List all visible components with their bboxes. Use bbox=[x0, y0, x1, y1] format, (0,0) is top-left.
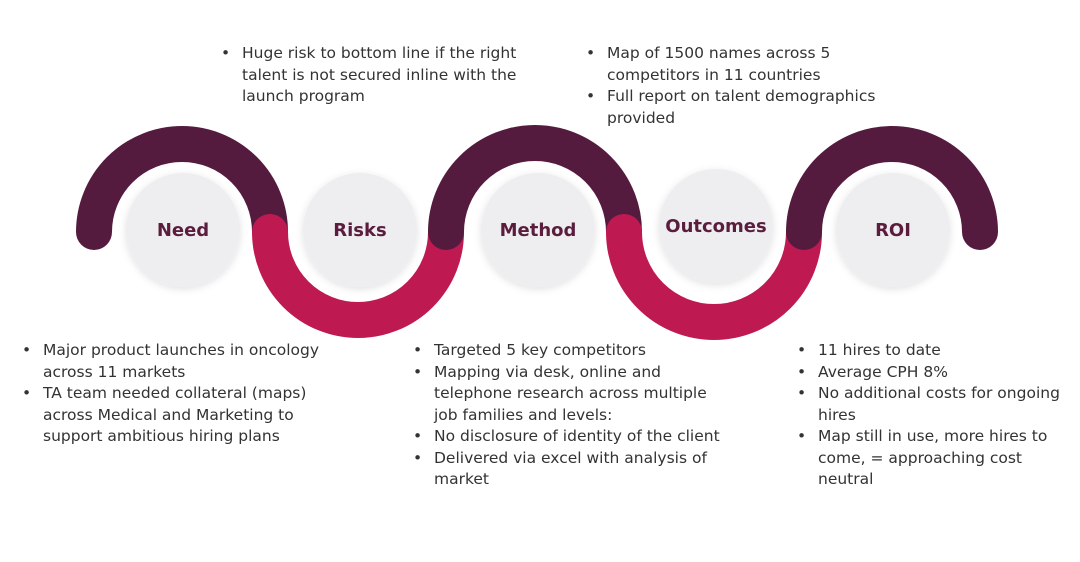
list-item: Huge risk to bottom line if the right ta… bbox=[221, 43, 521, 108]
stage-label-risks: Risks bbox=[333, 220, 386, 241]
list-item: No additional costs for ongoing hires bbox=[797, 383, 1067, 426]
stage-label-roi: ROI bbox=[875, 220, 911, 241]
arc-roi bbox=[786, 126, 998, 250]
stage-circle-outcomes bbox=[659, 169, 773, 283]
list-item: No disclosure of identity of the client bbox=[413, 426, 733, 448]
arc-method bbox=[428, 125, 642, 250]
list-item: Targeted 5 key competitors bbox=[413, 340, 733, 362]
stage-label-method: Method bbox=[500, 220, 577, 241]
list-item: Average CPH 8% bbox=[797, 362, 1067, 384]
list-item: Mapping via desk, online and telephone r… bbox=[413, 362, 733, 427]
risks-notes: Huge risk to bottom line if the right ta… bbox=[221, 43, 521, 108]
stage-circle-method bbox=[481, 173, 595, 287]
arc-outcomes bbox=[606, 214, 822, 340]
list-item: Delivered via excel with analysis of mar… bbox=[413, 448, 733, 491]
arc-risks bbox=[252, 214, 464, 338]
method-notes: Targeted 5 key competitors Mapping via d… bbox=[413, 340, 733, 491]
need-notes: Major product launches in oncology acros… bbox=[22, 340, 352, 448]
list-item: Major product launches in oncology acros… bbox=[22, 340, 352, 383]
list-item: Map of 1500 names across 5 competitors i… bbox=[586, 43, 906, 86]
list-item: Full report on talent demographics provi… bbox=[586, 86, 906, 129]
list-item: TA team needed collateral (maps) across … bbox=[22, 383, 352, 448]
stage-label-outcomes: Outcomes bbox=[665, 216, 766, 237]
stage-circle-risks bbox=[303, 173, 417, 287]
arc-need bbox=[76, 126, 288, 250]
stage-label-need: Need bbox=[157, 220, 209, 241]
list-item: 11 hires to date bbox=[797, 340, 1067, 362]
stage-circle-need bbox=[126, 173, 240, 287]
outcomes-notes: Map of 1500 names across 5 competitors i… bbox=[586, 43, 906, 129]
roi-notes: 11 hires to date Average CPH 8% No addit… bbox=[797, 340, 1067, 491]
stage-circle-roi bbox=[836, 173, 950, 287]
list-item: Map still in use, more hires to come, = … bbox=[797, 426, 1067, 491]
